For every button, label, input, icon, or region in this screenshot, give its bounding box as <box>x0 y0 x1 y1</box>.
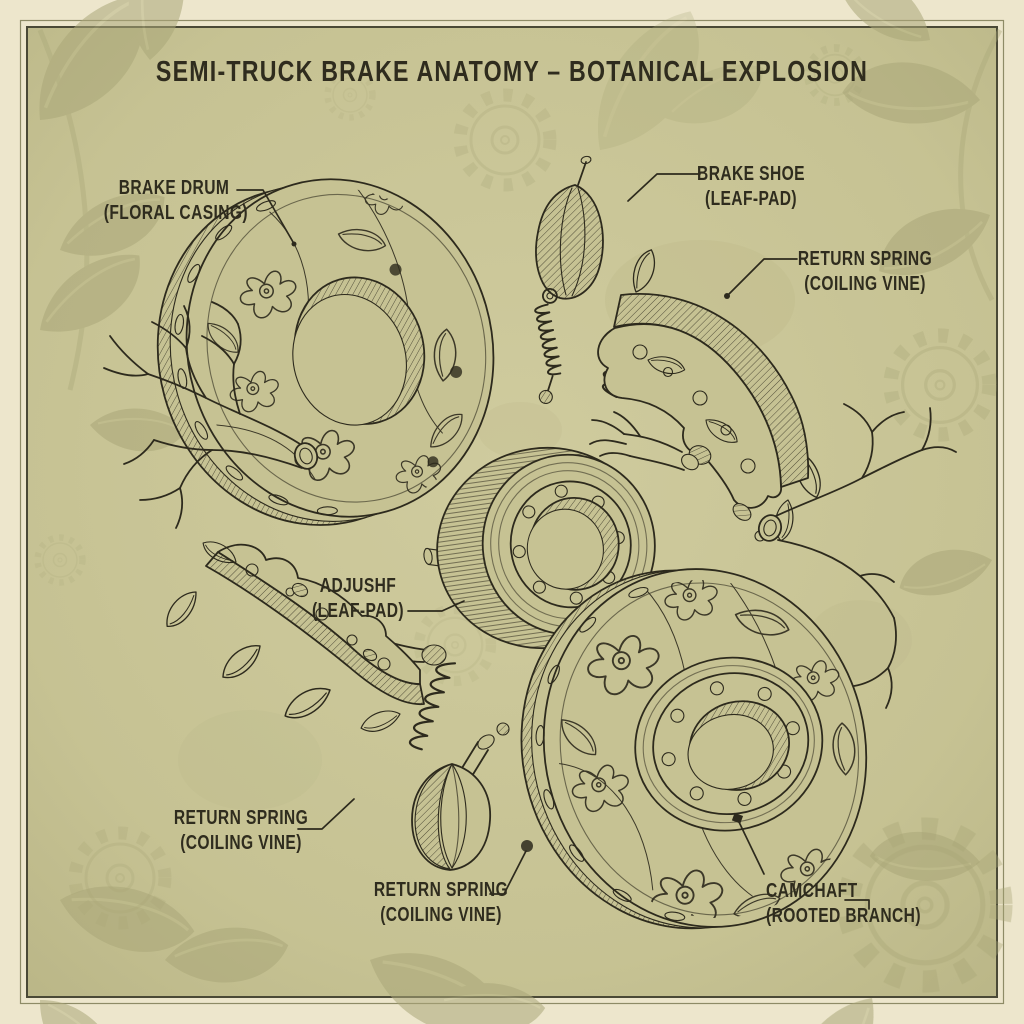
leader-adjuster <box>407 600 465 612</box>
leader-lines <box>236 173 870 910</box>
label-adjuster: ADJUSHF (LEAF-PAD) <box>288 574 428 624</box>
leader-brake-shoe <box>627 173 701 202</box>
background-leaves <box>4 0 1003 1024</box>
rim-slots <box>535 586 686 922</box>
brake-drum-floral-casing-top-left <box>156 176 495 526</box>
leader-brake-drum <box>236 189 294 243</box>
vine-seed-dot <box>521 840 533 852</box>
leader-camshaft <box>738 821 765 875</box>
label-adjuster-name: ADJUSHF <box>319 575 397 597</box>
label-return-spring-bc-sub: (COILING VINE) <box>380 904 502 926</box>
hub-bolt-holes <box>661 681 800 807</box>
label-return-spring-bottom-center: RETURN SPRING (COILING VINE) <box>371 878 511 928</box>
camshaft-twig-small <box>589 411 699 471</box>
leader-return-spring-bottom <box>489 850 527 895</box>
label-return-spring-bl-sub: (COILING VINE) <box>180 832 302 854</box>
rim-slots <box>174 200 338 516</box>
label-return-spring-bl-name: RETURN SPRING <box>173 807 309 829</box>
leader-camshaft-hook <box>844 899 870 910</box>
label-brake-drum: BRAKE DRUM (FLORAL CASING) <box>103 176 249 226</box>
label-brake-drum-sub: (FLORAL CASING) <box>103 202 249 224</box>
rooted-branch-right <box>757 403 957 709</box>
brake-shoe-leaf-arc-left <box>157 533 447 735</box>
label-camshaft: CAMCHAFT (ROOTED BRANCH) <box>766 879 921 929</box>
leader-return-spring-top <box>728 258 798 295</box>
brake-shoe-leaf-arc-right <box>597 246 824 544</box>
label-brake-shoe: BRAKE SHOE (LEAF-PAD) <box>681 162 821 212</box>
label-return-spring-bc-name: RETURN SPRING <box>373 879 509 901</box>
brake-shoe-seed-pod <box>535 155 604 300</box>
page-title: SEMI-TRUCK BRAKE ANATOMY – BOTANICAL EXP… <box>155 56 869 88</box>
label-return-spring-top-sub: (COILING VINE) <box>804 273 926 295</box>
coiling-vine-spring-bottom <box>409 662 457 751</box>
label-return-spring-top-name: RETURN SPRING <box>797 248 933 270</box>
label-return-spring-top-right: RETURN SPRING (COILING VINE) <box>795 247 935 297</box>
label-camshaft-name: CAMCHAFT <box>766 880 858 902</box>
brake-drum-floral-casing-bottom-right <box>520 568 868 935</box>
label-return-spring-bottom-left: RETURN SPRING (COILING VINE) <box>171 806 311 856</box>
label-brake-drum-name: BRAKE DRUM <box>118 177 230 199</box>
label-brake-shoe-sub: (LEAF-PAD) <box>704 188 797 210</box>
label-brake-shoe-name: BRAKE SHOE <box>697 163 805 185</box>
label-camshaft-sub: (ROOTED BRANCH) <box>766 905 921 927</box>
return-spring-coil-small <box>534 288 562 405</box>
leader-return-spring-left <box>297 798 355 830</box>
bulb-pod <box>411 722 510 871</box>
rooted-branch-left <box>103 301 319 529</box>
label-adjuster-sub: (LEAF-PAD) <box>311 600 404 622</box>
